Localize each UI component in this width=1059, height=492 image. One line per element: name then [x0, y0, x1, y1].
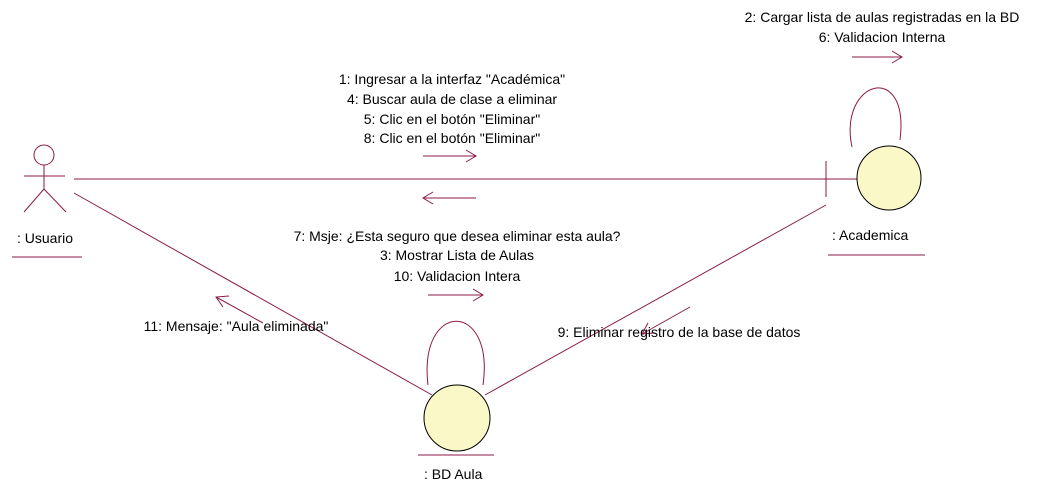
msg-6-label: 6: Validacion Interna	[819, 29, 946, 45]
usuario-label: : Usuario	[17, 230, 73, 246]
self-loop-academica	[849, 87, 902, 148]
msg-9-label: 9: Eliminar registro de la base de datos	[558, 324, 801, 340]
msg-3-label: 3: Mostrar Lista de Aulas	[380, 247, 534, 263]
msg-10-label: 10: Validacion Intera	[394, 268, 521, 284]
arrow-bd-self	[428, 288, 484, 302]
arrow-bd-to-usuario	[215, 295, 264, 324]
self-loop-bdaula	[426, 320, 485, 386]
bdaula-label: : BD Aula	[424, 466, 483, 482]
msg-11-label: 11: Mensaje: "Aula eliminada"	[144, 318, 329, 334]
bdaula-entity-icon	[423, 384, 491, 452]
arrow-usuario-to-academica	[423, 149, 477, 163]
link-academica-bdaula	[484, 204, 827, 396]
msg-5-label: 5: Clic en el botón "Eliminar"	[364, 111, 540, 127]
arrow-academica-to-bd	[641, 306, 691, 335]
msg-8-label: 8: Clic en el botón "Eliminar"	[364, 130, 540, 146]
academica-label: : Academica	[832, 227, 908, 243]
msg-1-label: 1: Ingresar a la interfaz "Académica"	[339, 71, 565, 87]
msg-2-label: 2: Cargar lista de aulas registradas en …	[745, 9, 1020, 25]
academica-entity-icon	[856, 145, 922, 211]
arrow-academica-to-usuario	[422, 191, 476, 205]
usuario-actor-icon	[23, 144, 67, 213]
msg-7-label: 7: Msje: ¿Esta seguro que desea eliminar…	[294, 228, 621, 244]
link-usuario-bdaula	[73, 192, 433, 396]
arrow-academica-self	[852, 50, 903, 64]
msg-4-label: 4: Buscar aula de clase a eliminar	[347, 91, 557, 107]
